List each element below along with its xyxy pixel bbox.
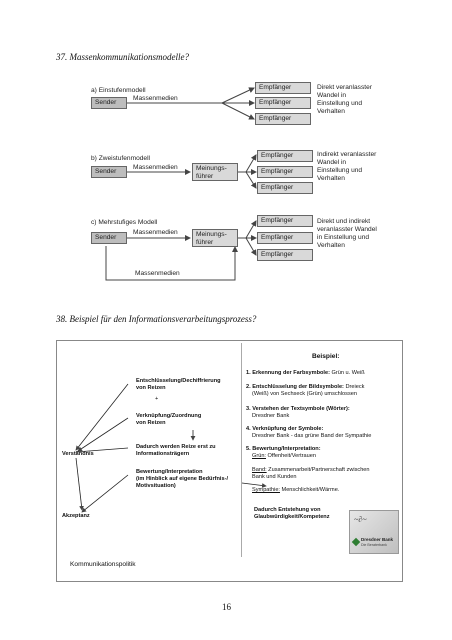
flow-plus: + xyxy=(155,396,159,402)
point-text: Dresdner Bank - das grüne Band der Sympa… xyxy=(252,433,372,439)
point-text: Menschlichkeit/Wärme. xyxy=(279,487,340,493)
point-title: 3. Verstehen der Textsymbole (Wörter): xyxy=(246,406,350,412)
flow-line: von Reizen xyxy=(136,420,166,426)
point-text: Offenheit/Vertrauen xyxy=(266,453,316,459)
model-a-label: a) Einstufenmodell xyxy=(91,87,146,94)
point-title: 4. Verknüpfung der Symbole: xyxy=(246,426,324,432)
section-37-title: 37. Massenkommunikationsmodelle? xyxy=(56,52,189,62)
leader-line: führer xyxy=(196,173,214,180)
flow-footer: Kommunikationspolitik xyxy=(70,561,136,568)
model-c-sender: Sender xyxy=(91,232,127,244)
point-term: Band: xyxy=(252,467,267,473)
note-line: Direkt veranlasster xyxy=(317,84,372,91)
example-point-5-sympathy: Sympathie: Menschlichkeit/Wärme. xyxy=(252,487,339,494)
section-38-title: 38. Beispiel für den Informationsverarbe… xyxy=(56,314,257,324)
point-text: Bank und Kunden xyxy=(252,474,297,480)
point-term: Grün: xyxy=(252,453,266,459)
note-line: Direkt und indirekt xyxy=(317,218,371,225)
note-line: Verhalten xyxy=(317,242,345,249)
model-b-sender: Sender xyxy=(91,166,127,178)
model-c-media: Massenmedien xyxy=(133,229,178,236)
flow-step-carriers: Dadurch werden Reize erst zu Information… xyxy=(136,444,216,458)
note-line: Wandel in xyxy=(317,159,347,166)
example-result: Dadurch Entstehung von Glaubwürdigkeit/K… xyxy=(254,507,330,521)
model-c-receiver-2: Empfänger xyxy=(257,232,313,244)
model-b-receiver-2: Empfänger xyxy=(257,166,313,178)
point-text: Zusammenarbeit/Partnerschaft zwischen xyxy=(266,467,370,473)
model-a-receiver-2: Empfänger xyxy=(255,97,311,109)
model-a-receiver-3: Empfänger xyxy=(255,113,311,125)
example-point-1: 1. Erkennung der Farbsymbole: Grün u. We… xyxy=(246,370,365,377)
figure-frame xyxy=(56,340,403,582)
flow-line: von Reizen xyxy=(136,385,166,391)
model-b-media: Massenmedien xyxy=(133,164,178,171)
note-line: Wandel in xyxy=(317,92,347,99)
model-c-bottom-media: Massenmedien xyxy=(135,270,180,277)
leader-line: Meinungs- xyxy=(196,165,227,172)
point-title: 5. Bewertung/Interpretation: xyxy=(246,446,321,452)
flow-line: Informationsträgern xyxy=(136,451,190,457)
point-title: 2. Entschlüsselung der Bildsymbole: xyxy=(246,384,344,390)
bank-logo-text: Dresdner Bank xyxy=(361,537,394,542)
model-a-note: Direkt veranlasster Wandel in Einstellun… xyxy=(317,84,372,116)
example-point-5-band: Band: Zusammenarbeit/Partnerschaft zwisc… xyxy=(252,467,370,481)
bank-logo-subtext: Die Beraterbank xyxy=(361,543,387,547)
example-heading: Beispiel: xyxy=(312,353,340,360)
model-c-receiver-1: Empfänger xyxy=(257,215,313,227)
leader-line: Meinungs- xyxy=(196,231,227,238)
point-title: 1. Erkennung der Farbsymbole: xyxy=(246,370,330,376)
note-line: Verhalten xyxy=(317,175,345,182)
flow-step-decoding: Entschlüsselung/Dechiffrierung von Reize… xyxy=(136,378,221,392)
flow-step-evaluation: Bewertung/Interpretation (im Hinblick au… xyxy=(136,469,228,490)
bank-ad-image: ~∂~ Dresdner Bank Die Beraterbank xyxy=(349,510,399,554)
note-line: veranlasster Wandel xyxy=(317,226,377,233)
note-line: Einstellung und xyxy=(317,167,363,174)
point-text: Grün u. Weiß xyxy=(329,370,365,376)
model-c-note: Direkt und indirekt veranlasster Wandel … xyxy=(317,218,377,250)
example-panel xyxy=(241,343,401,557)
model-c-label: c) Mehrstufiges Modell xyxy=(91,219,158,226)
model-c-receiver-3: Empfänger xyxy=(257,249,313,261)
point-text: (Weiß) von Sechseck (Grün) umschlossen xyxy=(252,391,357,397)
note-line: Einstellung und xyxy=(317,100,363,107)
flow-understanding: Verständnis xyxy=(62,451,94,457)
result-line: Dadurch Entstehung von xyxy=(254,507,321,513)
leader-line: führer xyxy=(196,239,214,246)
model-b-label: b) Zweistufenmodell xyxy=(91,155,151,162)
note-line: Indirekt veranlasster xyxy=(317,151,377,158)
example-point-2: 2. Entschlüsselung der Bildsymbole: Drei… xyxy=(246,384,364,398)
flow-line: Verknüpfung/Zuordnung xyxy=(136,413,202,419)
model-b-receiver-1: Empfänger xyxy=(257,150,313,162)
model-a-media: Massenmedien xyxy=(133,95,178,102)
model-b-receiver-3: Empfänger xyxy=(257,182,313,194)
example-point-5: 5. Bewertung/Interpretation: Grün: Offen… xyxy=(246,446,321,460)
flow-step-linking: Verknüpfung/Zuordnung von Reizen xyxy=(136,413,201,427)
flow-acceptance: Akzeptanz xyxy=(62,513,90,519)
page-number: 16 xyxy=(222,602,231,612)
point-text: Dreieck xyxy=(343,384,365,390)
model-c-opinion-leader: Meinungs- führer xyxy=(192,229,238,247)
point-term: Sympathie: xyxy=(252,487,280,493)
model-b-note: Indirekt veranlasster Wandel in Einstell… xyxy=(317,151,376,183)
example-point-4: 4. Verknüpfung der Symbole: Dresdner Ban… xyxy=(246,426,371,440)
example-point-3: 3. Verstehen der Textsymbole (Wörter): D… xyxy=(246,406,350,420)
point-text: Dresdner Bank xyxy=(252,413,290,419)
bank-logo-icon xyxy=(351,537,361,547)
model-b-opinion-leader: Meinungs- führer xyxy=(192,163,238,181)
signature-scribble: ~∂~ xyxy=(354,515,367,524)
model-a-receiver-1: Empfänger xyxy=(255,82,311,94)
note-line: Verhalten xyxy=(317,108,345,115)
flow-line: Dadurch werden Reize erst zu xyxy=(136,444,216,450)
note-line: in Einstellung und xyxy=(317,234,370,241)
flow-line: (im Hinblick auf eigene Bedürfnis-/ xyxy=(136,476,228,482)
flow-line: Entschlüsselung/Dechiffrierung xyxy=(136,378,221,384)
model-a-sender: Sender xyxy=(91,97,127,109)
flow-line: Bewertung/Interpretation xyxy=(136,469,203,475)
flow-line: Motivsituation) xyxy=(136,483,176,489)
result-line: Glaubwürdigkeit/Kompetenz xyxy=(254,514,330,520)
